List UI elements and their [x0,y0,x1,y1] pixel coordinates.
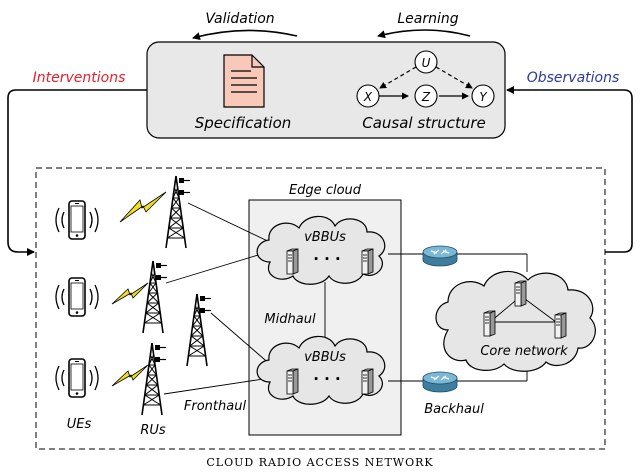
node-y-label: Y [479,90,488,104]
vbbu-label-top: vBBUs [304,230,346,245]
vbbu-ellipsis-bottom: · · · [313,370,341,388]
document-icon [223,54,265,108]
observations-label: Observations [527,70,620,86]
edge-cloud-label: Edge cloud [289,183,362,198]
tower-icon [142,260,168,334]
lightning-icon [119,191,167,223]
phone-icon [55,200,99,240]
interventions-arrow [7,89,147,256]
learning-arrow [377,29,471,39]
node-u-label: U [422,56,431,70]
lightning-icon [111,282,149,305]
phone-icon [55,277,99,317]
node-y [471,84,495,108]
specification-label: Specification [195,114,292,132]
router-icon-top [422,245,458,267]
rus-label: RUs [140,423,166,438]
fronthaul-label: Fronthaul [184,399,247,414]
tower-icon [186,293,212,367]
node-x-label: X [363,90,373,104]
observations-arrow [506,86,633,253]
ues-label: UEs [67,417,92,432]
tower-icon [141,342,167,416]
lightning-icon [111,364,149,387]
causal-graph: U X Z Y [356,50,495,108]
tower-icon [165,175,191,249]
node-z [414,84,438,108]
backhaul-label: Backhaul [424,402,484,417]
vbbu-label-bottom: vBBUs [304,350,346,365]
node-z-label: Z [421,90,431,104]
core-network-label: Core network [480,344,568,359]
diagram-caption: CLOUD RADIO ACCESS NETWORK [206,456,433,469]
router-icon-bottom [422,371,458,393]
vbbu-ellipsis-top: · · · [313,250,341,268]
validation-arrow [192,29,298,41]
causal-structure-label: Causal structure [362,114,486,132]
phone-icon [55,358,99,398]
core-network-cloud [435,270,596,372]
node-u [414,50,438,74]
node-x [356,84,380,108]
validation-label: Validation [205,11,274,27]
cran-boundary [35,167,606,450]
interventions-label: Interventions [33,70,126,86]
midhaul-label: Midhaul [264,312,316,327]
learning-label: Learning [397,11,458,27]
